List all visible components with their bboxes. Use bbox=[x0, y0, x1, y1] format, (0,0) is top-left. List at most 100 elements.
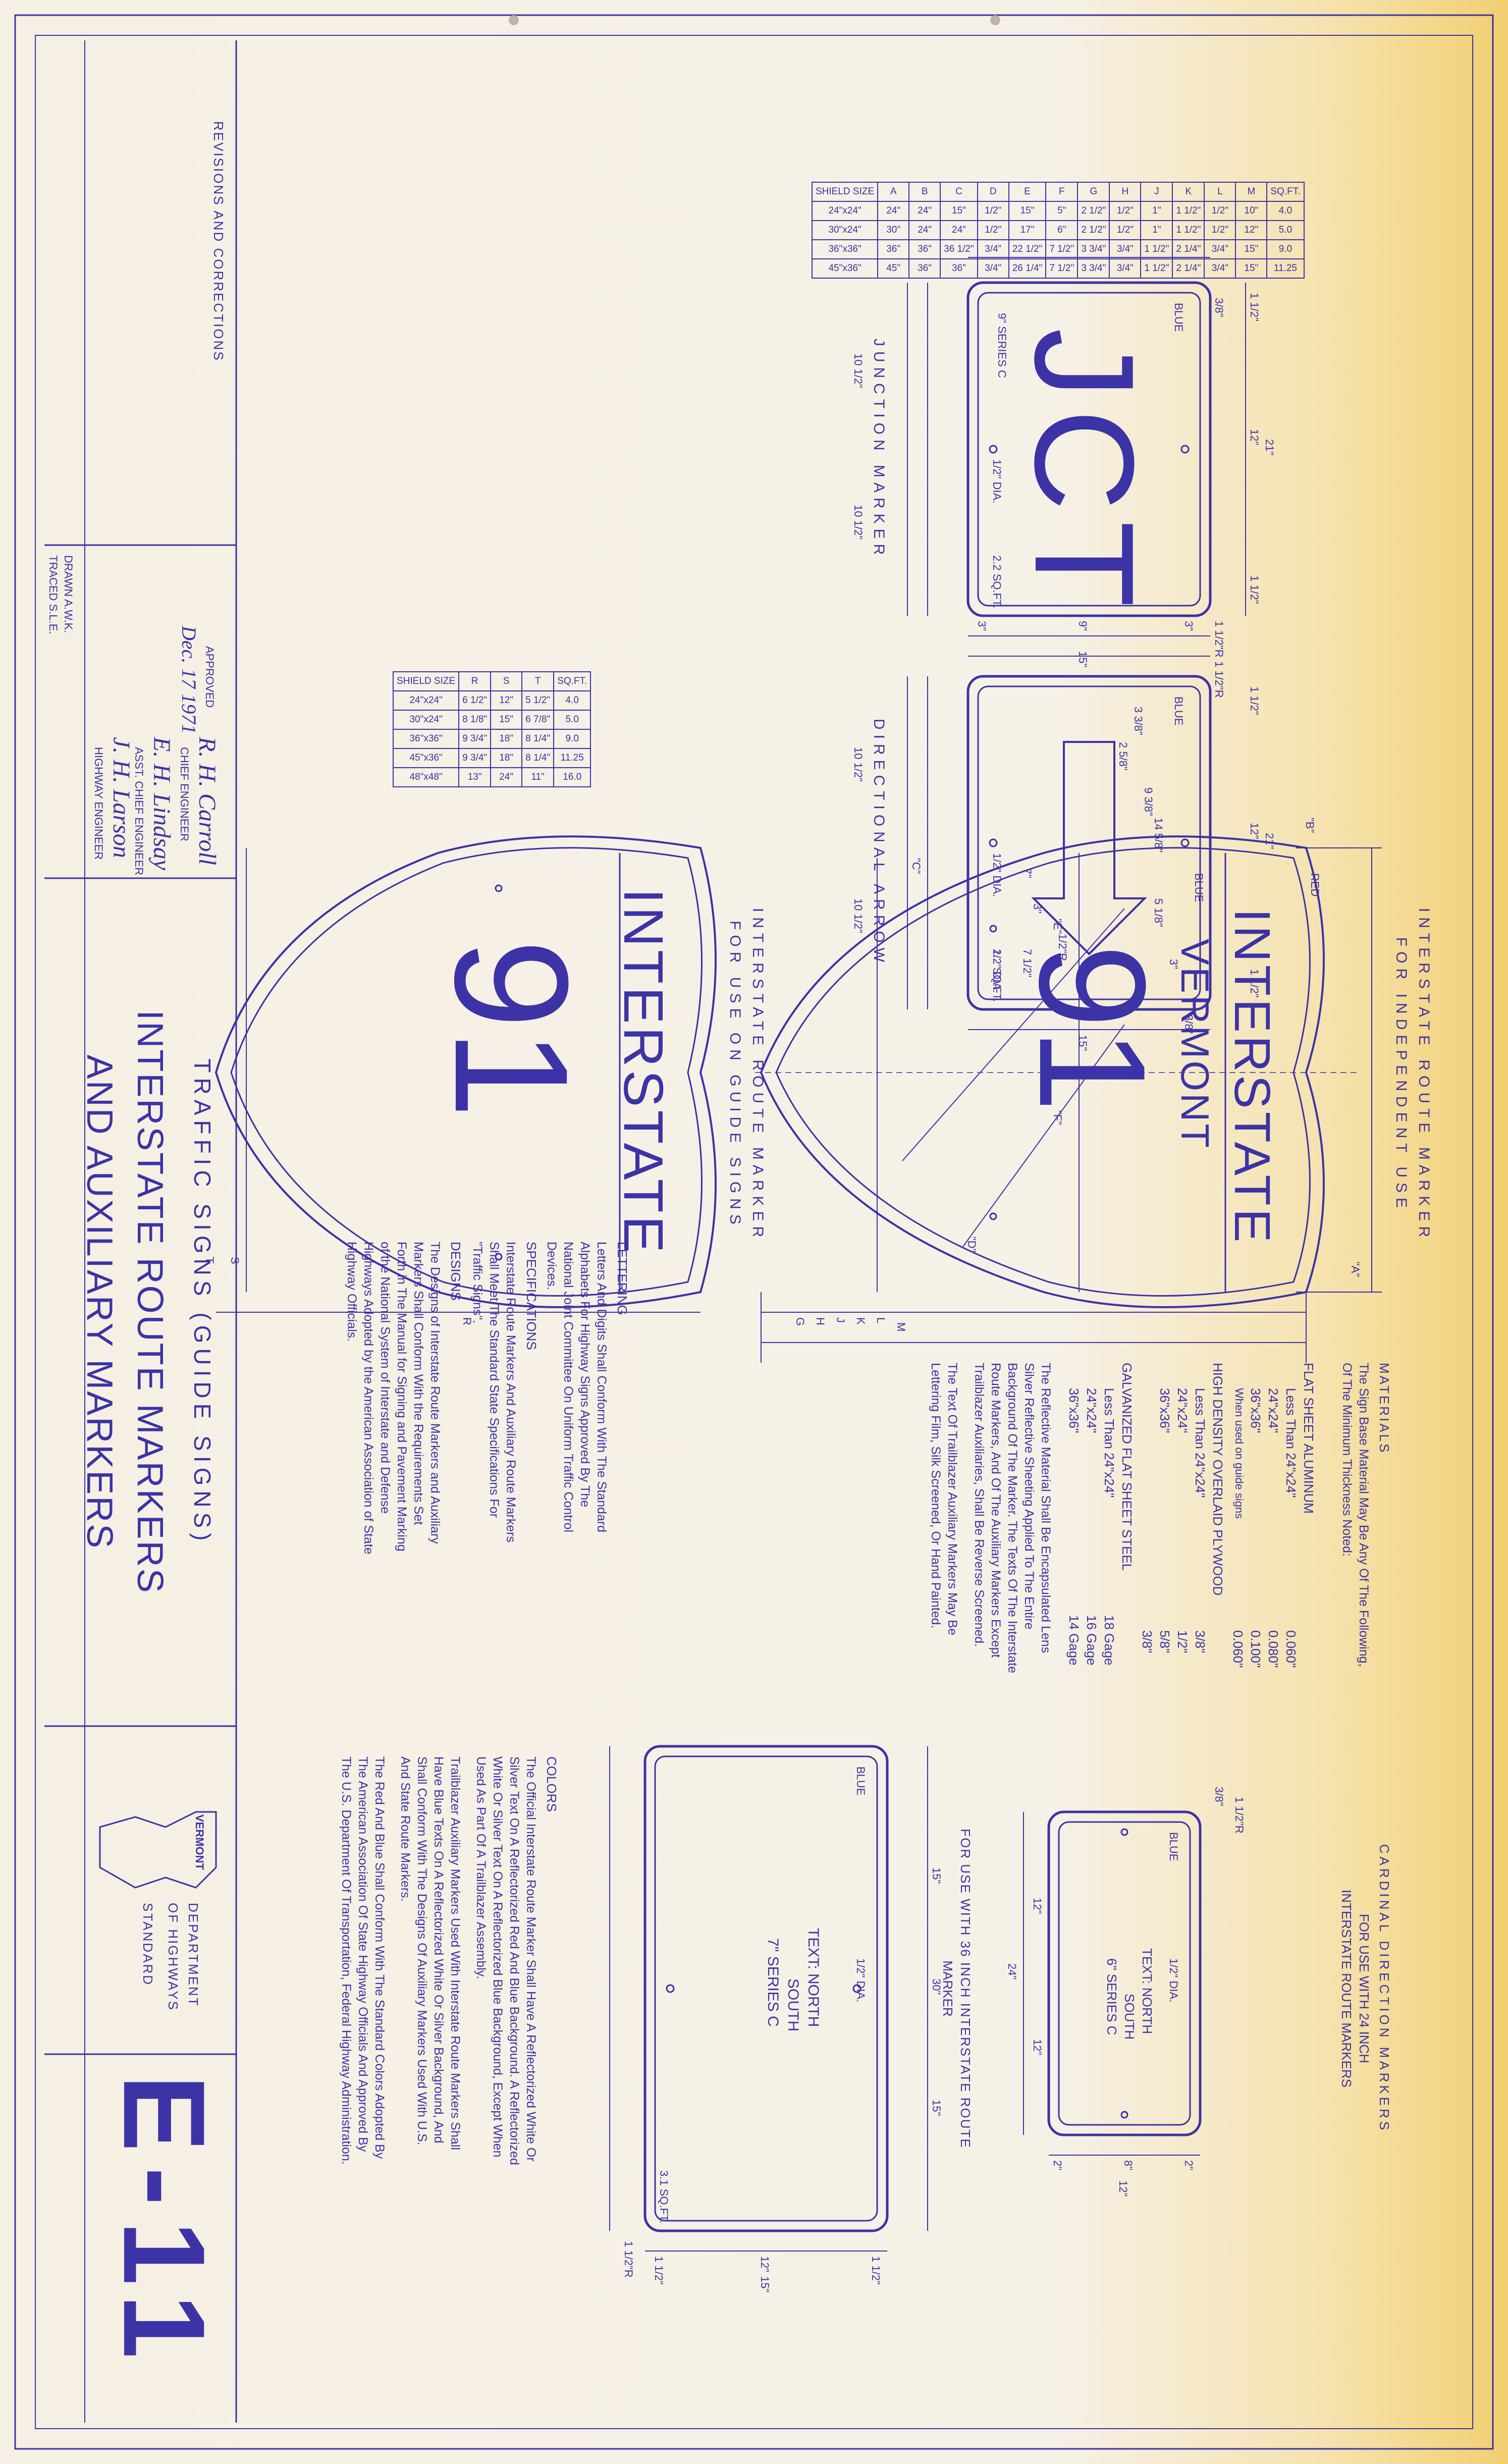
junction-dim: 1 1/2" bbox=[1248, 293, 1261, 322]
table-cell: 1/2" bbox=[1109, 201, 1141, 221]
shield1-dim-g: G bbox=[794, 1317, 806, 1326]
title-line-1: TRAFFIC SIGNS (GUIDE SIGNS) bbox=[189, 1058, 216, 1546]
table-cell: 45"x36" bbox=[393, 748, 459, 768]
material-size: Less Than 24"x24" bbox=[1283, 1388, 1299, 1498]
table-cell: 3/4" bbox=[1109, 240, 1141, 259]
material-thickness: 0.060" bbox=[1230, 1630, 1246, 1668]
drawing-number: E-11 bbox=[99, 2074, 229, 2374]
colors-p2: Trailblazer Auxiliary Markers Used With … bbox=[398, 1756, 462, 2150]
shield1-band-text: INTERSTATE bbox=[1224, 908, 1280, 1246]
material-size: 36"x36" bbox=[1248, 1388, 1263, 1433]
table-cell: 16.0 bbox=[554, 768, 591, 787]
material-size: 24"x24" bbox=[1084, 1388, 1099, 1433]
cardinal-large-area: 3.1 SQ.FT. bbox=[658, 2170, 670, 2224]
junction-text: JCT bbox=[1005, 328, 1163, 618]
table-cell: 1" bbox=[1141, 201, 1173, 221]
arrow-dim: 5 1/8" bbox=[1152, 898, 1165, 927]
junction-dim: 21" bbox=[1263, 439, 1276, 456]
table-cell: 24" bbox=[491, 768, 522, 787]
table-cell: 30" bbox=[878, 221, 909, 240]
table-cell: 26 1/4" bbox=[1008, 259, 1046, 278]
cardinal-small-dim: 2" bbox=[1182, 2160, 1195, 2171]
drawn-by: DRAWN A.W.K. bbox=[62, 555, 75, 633]
table1-head-cell: G bbox=[1078, 182, 1110, 201]
table-cell: 12" bbox=[491, 691, 522, 710]
cardinal-large-dim: 15" bbox=[759, 2276, 771, 2293]
table-cell: 3/4" bbox=[977, 259, 1009, 278]
cardinal-small-dim: 12" bbox=[1031, 1898, 1044, 1914]
cardinal-small-series: 6" SERIES C bbox=[1104, 1958, 1119, 2036]
table-cell: 1/2" bbox=[977, 201, 1009, 221]
table-cell: 1 1/2" bbox=[1172, 201, 1205, 221]
junction-dim: 1 1/2" bbox=[1248, 575, 1261, 604]
cardinal-small-dim: 3/8" bbox=[1213, 1787, 1225, 1806]
material-size: 24"x24" bbox=[1175, 1388, 1190, 1433]
colors-p3: The Red And Blue Shall Conform With The … bbox=[339, 1756, 387, 2165]
table1-head-cell: L bbox=[1204, 182, 1236, 201]
table1-head-cell: M bbox=[1235, 182, 1267, 201]
table2-head-cell: SHIELD SIZE bbox=[393, 672, 459, 691]
junction-dim: 3" bbox=[976, 621, 988, 631]
cardinal-large-dim: 15" bbox=[930, 1867, 943, 1884]
arrow-dim: 2 5/8" bbox=[1117, 742, 1129, 771]
arrow-dim: 15" bbox=[1076, 1035, 1089, 1051]
shield1-dim-a: "A" bbox=[1349, 1262, 1362, 1277]
designs-text: The Designs of Interstate Route Markers … bbox=[345, 1242, 442, 1555]
table-cell: 3/4" bbox=[977, 240, 1009, 259]
shield1-dim-d: "D" bbox=[965, 1237, 978, 1253]
table-cell: 24" bbox=[878, 201, 909, 221]
material-size: 36"x36" bbox=[1066, 1388, 1082, 1433]
table2-head-cell: T bbox=[522, 672, 554, 691]
table-cell: 45"x36" bbox=[812, 259, 878, 278]
table-cell: 24"x24" bbox=[812, 201, 878, 221]
table-cell: 1 1/2" bbox=[1141, 240, 1173, 259]
junction-color: BLUE bbox=[1172, 303, 1185, 332]
table-cell: 6 1/2" bbox=[459, 691, 491, 710]
shield1-color-blue: BLUE bbox=[1193, 873, 1205, 902]
cardinal-large-dim: 1 1/2"R bbox=[622, 2241, 635, 2278]
table-cell: 24" bbox=[940, 221, 978, 240]
table1-head-cell: E bbox=[1008, 182, 1046, 201]
table-cell: 11" bbox=[522, 768, 554, 787]
table-cell: 36 1/2" bbox=[940, 240, 978, 259]
table-cell: 8 1/8" bbox=[459, 710, 491, 729]
shield1-color-red: RED bbox=[1309, 873, 1321, 897]
signature-chief-engineer: R. H. Carroll bbox=[194, 737, 221, 866]
table1-head-cell: A bbox=[878, 182, 909, 201]
cardinal-small-subheading: FOR USE WITH 24 INCH bbox=[1357, 1913, 1372, 2064]
arrow-dim: 1/2"R. bbox=[1056, 934, 1069, 965]
materials-group-steel: GALVANIZED FLAT SHEET STEEL bbox=[1119, 1363, 1135, 1571]
table-cell: 3 3/4" bbox=[1078, 240, 1110, 259]
table-cell: 1/2" bbox=[1204, 221, 1236, 240]
table1-head-cell: C bbox=[940, 182, 978, 201]
junction-dim: 1 1/2"R bbox=[1213, 621, 1225, 658]
cardinal-small-heading: CARDINAL DIRECTION MARKERS bbox=[1377, 1844, 1392, 2133]
table1-header: SHIELD SIZE A B C D E F G H J K L M SQ.F… bbox=[812, 182, 1304, 201]
table-cell: 36"x36" bbox=[812, 240, 878, 259]
material-size: 36"x36" bbox=[1157, 1388, 1172, 1433]
shield1-dim-e: "E" bbox=[1051, 919, 1064, 934]
shield1-dim-b: "B" bbox=[1304, 818, 1316, 833]
materials-group-aluminum: FLAT SHEET ALUMINUM bbox=[1301, 1363, 1316, 1514]
table-cell: 36" bbox=[909, 259, 941, 278]
signature-highway-engineer: J. H. Larson bbox=[108, 737, 135, 859]
table-cell: 11.25 bbox=[554, 748, 591, 768]
cardinal-large-color: BLUE bbox=[854, 1766, 867, 1796]
cardinal-large-dim: 1 1/2" bbox=[870, 2256, 882, 2285]
specifications-text: Interstate Route Markers And Auxiliary R… bbox=[470, 1242, 518, 1543]
table-cell: 15" bbox=[1008, 201, 1046, 221]
cardinal-small-dim: 1 1/2"R bbox=[1233, 1797, 1246, 1834]
table-cell: 2 1/2" bbox=[1078, 221, 1110, 240]
table-cell: 5.0 bbox=[554, 710, 591, 729]
arrow-dim: 9 3/8" bbox=[1142, 787, 1155, 816]
table-cell: 11.25 bbox=[1267, 259, 1304, 278]
table-cell: 3 3/4" bbox=[1078, 259, 1110, 278]
arrow-title: DIRECTIONAL ARROW bbox=[871, 718, 887, 968]
junction-dim: 15" bbox=[1076, 651, 1089, 668]
junction-area: 2.2 SQ.FT. bbox=[991, 555, 1003, 609]
shield1-dim-c: "C" bbox=[910, 858, 923, 874]
table-cell: 45" bbox=[878, 259, 909, 278]
marker-guide-heading: INTERSTATE ROUTE MARKER bbox=[749, 907, 766, 1243]
